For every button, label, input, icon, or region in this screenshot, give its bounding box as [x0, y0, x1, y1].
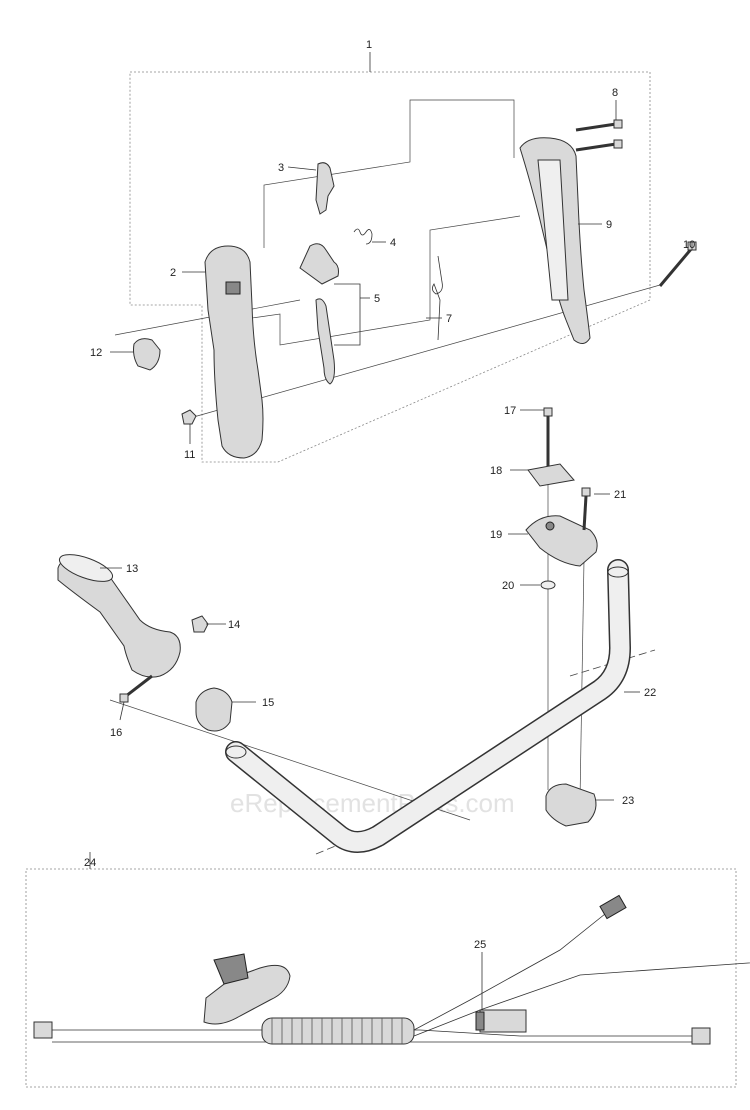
callout-9: 9	[606, 219, 612, 231]
wire-branch-lower	[413, 962, 750, 1037]
washer-20	[540, 580, 556, 590]
callout-24: 24	[84, 857, 96, 869]
handle-half-left-2	[204, 245, 264, 459]
callout-13: 13	[126, 563, 138, 575]
axis-22-top	[569, 649, 656, 677]
trigger-housing-cap	[213, 953, 249, 985]
callout-5-bracket	[334, 283, 361, 346]
screws-8	[575, 119, 623, 152]
callout-4: 4	[390, 237, 396, 249]
screw-16	[119, 674, 153, 703]
loop-handle-fill-22	[226, 560, 630, 852]
screw-21	[581, 487, 591, 531]
trigger-housing	[203, 964, 291, 1025]
callout-18: 18	[490, 465, 502, 477]
axis-13-16	[109, 699, 471, 821]
callout-11: 11	[184, 449, 195, 461]
callout-7: 7	[446, 313, 452, 325]
main-cable	[52, 1029, 700, 1037]
wire-clip-7	[432, 255, 443, 341]
handle-clamp-15	[195, 687, 233, 732]
cable-sleeve	[261, 1017, 415, 1045]
handle-assembly-group	[114, 52, 697, 463]
stop-switch-12	[133, 338, 161, 371]
clamp-bracket-19	[525, 515, 598, 567]
callout-25: 25	[474, 939, 486, 951]
callout-15: 15	[262, 697, 274, 709]
callout-1: 1	[366, 39, 372, 51]
handle-slot-2	[225, 281, 241, 295]
cable-end-connector	[33, 1021, 53, 1039]
callout-23: 23	[622, 795, 634, 807]
connector-tab-25	[475, 1011, 485, 1031]
throttle-trigger-5b	[315, 298, 335, 385]
assembly-axis-lines-2	[237, 215, 521, 346]
callout-21: 21	[614, 489, 626, 501]
bolt-17	[543, 407, 553, 470]
loop-handle-end-22	[225, 745, 247, 759]
cable-harness-group	[25, 852, 750, 1088]
callout-8: 8	[612, 87, 618, 99]
wire-branch-upper	[413, 909, 611, 1031]
harness-group-box	[25, 868, 737, 1088]
front-handle-group	[57, 407, 656, 855]
lockout-lever-3	[315, 162, 335, 215]
handle-group-box	[129, 71, 651, 463]
callout-10: 10	[683, 239, 695, 251]
clip-plate-18	[527, 463, 575, 487]
connector-block-25	[479, 1009, 527, 1033]
axis-12	[114, 299, 301, 336]
grip-handle-13	[57, 558, 181, 678]
throttle-trigger-5a	[299, 243, 339, 285]
callout-5: 5	[374, 293, 380, 305]
callout-3: 3	[278, 162, 284, 174]
handle-inner-9	[537, 159, 569, 301]
grip-end-13	[58, 554, 114, 582]
callout-19: 19	[490, 529, 502, 541]
callout-16: 16	[110, 727, 122, 739]
callout-leaders	[100, 100, 693, 1010]
callout-14: 14	[228, 619, 240, 631]
assembly-axis-lines	[263, 99, 515, 248]
callout-20: 20	[502, 580, 514, 592]
nut-14	[191, 615, 209, 633]
sleeve-ribs	[271, 1018, 403, 1044]
nut-11	[181, 409, 197, 425]
wire-connector-upper	[599, 894, 627, 920]
callout-17: 17	[504, 405, 516, 417]
callout-22: 22	[644, 687, 656, 699]
callout-labels: 1 2 3 4 5 7 8 9 10 11 12 13 14 15 16 17 …	[84, 39, 695, 951]
spring-4	[353, 228, 373, 245]
lower-clamp-23	[545, 783, 597, 827]
callout-2: 2	[170, 267, 176, 279]
callout-12: 12	[90, 347, 102, 359]
cable-end-connector-right	[691, 1027, 711, 1045]
loop-handle-top-22	[607, 566, 629, 578]
bracket-hole-19	[545, 521, 555, 531]
